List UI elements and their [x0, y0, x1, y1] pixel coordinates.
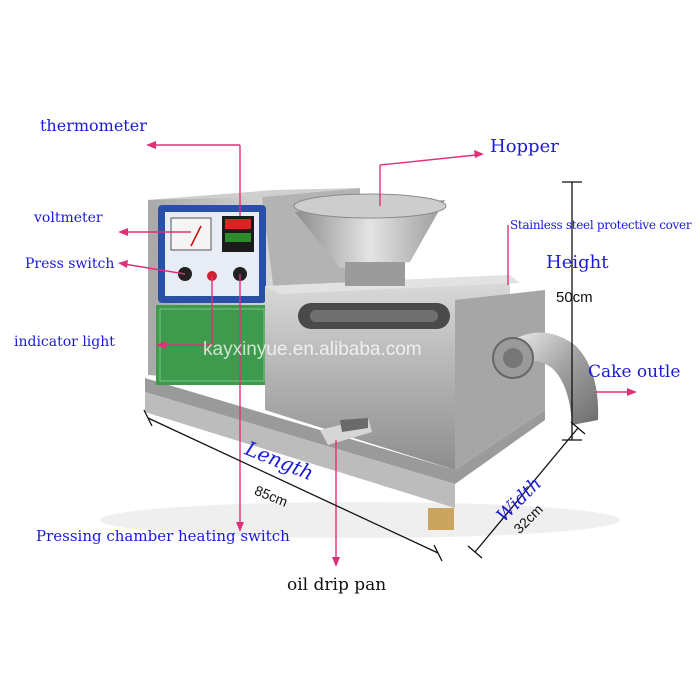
dimension-lines: [143, 181, 586, 562]
foot-left-front: [428, 508, 454, 530]
annotation-arrows: [118, 141, 637, 567]
label-oil-drip-pan: oil drip pan: [287, 575, 387, 595]
label-thermometer: thermometer: [40, 116, 147, 135]
hopper: [295, 200, 445, 268]
label-press-switch: Press switch: [25, 256, 115, 272]
label-indicator-light: indicator light: [14, 334, 115, 350]
label-heating-switch: Pressing chamber heating switch: [36, 527, 290, 545]
watermark-text: kayxinyue.en.alibaba.com: [203, 339, 422, 360]
label-voltmeter: voltmeter: [34, 210, 103, 226]
label-cake-outlet: Cake outle: [588, 362, 681, 382]
label-height: Height: [546, 252, 609, 273]
label-hopper: Hopper: [490, 136, 559, 157]
label-height-value: 50cm: [556, 289, 593, 306]
label-stainless-cover: Stainless steel protective cover: [510, 218, 692, 232]
